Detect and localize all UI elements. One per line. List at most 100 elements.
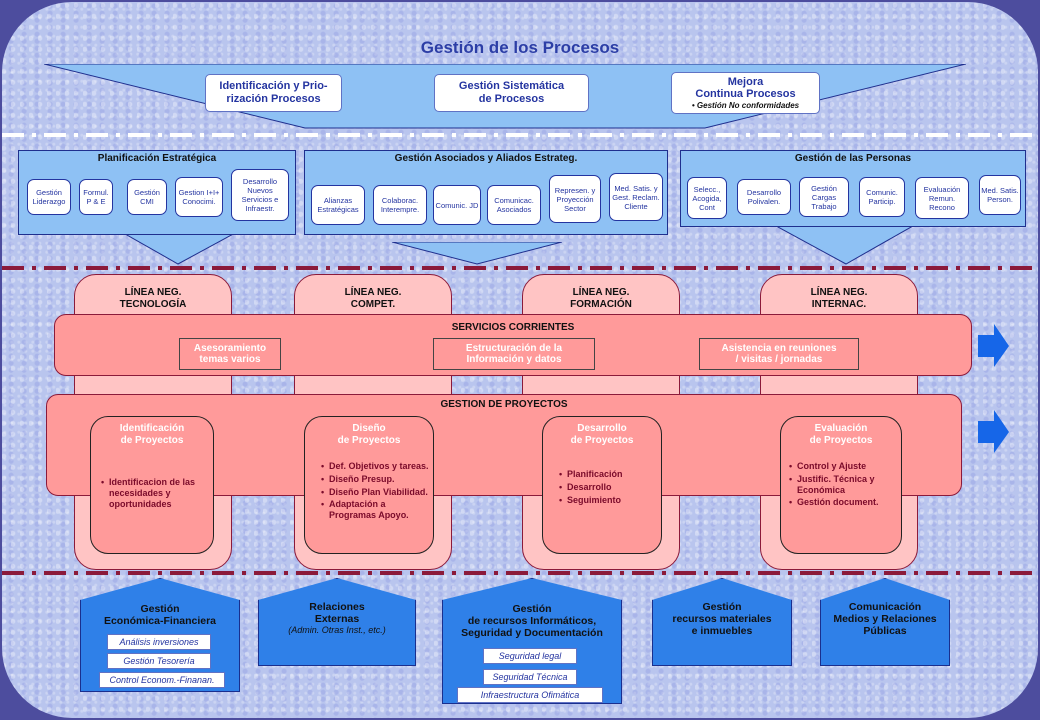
house-line: Gestión xyxy=(140,603,180,615)
servicio-asistencia: Asistencia en reuniones/ visitas / jorna… xyxy=(699,338,859,370)
proyecto-bullet: Seguimiento xyxy=(559,495,659,506)
top-box-line: Gestión Sistemática xyxy=(458,80,565,93)
top-box-line: rización Procesos xyxy=(226,93,321,105)
proyecto-title-line: de Proyectos xyxy=(570,435,634,446)
proyecto-bullets: Planificación Desarrollo Seguimiento xyxy=(559,469,659,507)
house-line: Comunicación xyxy=(848,601,922,613)
house-italic: (Admin. Otras Inst., etc.) xyxy=(288,625,386,636)
divider-white xyxy=(2,133,1038,137)
house-recursos-informaticos: Gestión de recursos Informáticos, Seguri… xyxy=(442,578,622,704)
linea-line: LÍNEA NEG. xyxy=(810,287,868,298)
proyecto-bullet: Planificación xyxy=(559,469,659,480)
top-box-bullet-text: Gestión No conformidades xyxy=(696,101,800,111)
servicio-line: Información y datos xyxy=(466,354,562,365)
house-line: Relaciones xyxy=(309,601,365,613)
house-label: Gestión recursos materiales e inmuebles xyxy=(653,601,791,637)
proyecto-bullet: Def. Objetivos y tareas. xyxy=(321,461,429,472)
house-line: Económica-Financiera xyxy=(103,615,217,628)
proyecto-title-line: de Proyectos xyxy=(809,435,873,446)
sub-seguridad-legal: Seguridad legal xyxy=(483,648,577,664)
top-box-gestion-sistematica: Gestión Sistemática de Procesos xyxy=(434,74,589,112)
house-label: Relaciones Externas (Admin. Otras Inst.,… xyxy=(259,601,415,635)
linea-line: TECNOLOGÍA xyxy=(119,298,187,310)
item-gestion-liderazgo: Gestión Liderazgo xyxy=(27,179,71,215)
house-line: recursos materiales xyxy=(672,613,772,626)
item-selecc: Selecc., Acogida, Cont xyxy=(687,177,727,219)
house-line: Gestión xyxy=(702,601,742,613)
sub-infraestructura: Infraestructura Ofimática xyxy=(457,687,603,703)
house-comunicacion: Comunicación Medios y Relaciones Pública… xyxy=(820,578,950,666)
linea-line: FORMACIÓN xyxy=(570,298,632,310)
proyecto-bullet: Desarrollo xyxy=(559,482,659,493)
house-label: Gestión Económica-Financiera xyxy=(81,603,239,627)
item-gestion-iii: Gestion I+I+ Conocimi. xyxy=(175,177,223,217)
section-personas: Gestión de las Personas Selecc., Acogida… xyxy=(680,150,1026,227)
house-line: Públicas xyxy=(863,625,907,638)
linea-label: LÍNEA NEG.TECNOLOGÍA xyxy=(75,287,231,310)
arrow-down-asociados xyxy=(392,242,562,265)
house-label: Comunicación Medios y Relaciones Pública… xyxy=(821,601,949,637)
linea-line: LÍNEA NEG. xyxy=(572,287,630,298)
house-label: Gestión de recursos Informáticos, Seguri… xyxy=(443,603,621,639)
item-med-satis-person: Med. Satis. Person. xyxy=(979,175,1021,215)
item-gestion-cmi: Gestión CMI xyxy=(127,179,167,215)
arrow-right-proyectos xyxy=(978,410,1009,453)
item-gestion-cargas: Gestión Cargas Trabajo xyxy=(799,177,849,217)
house-relaciones-externas: Relaciones Externas (Admin. Otras Inst.,… xyxy=(258,578,416,666)
divider-red-top xyxy=(2,266,1038,270)
top-box-line: Continua Procesos xyxy=(695,88,796,101)
proyecto-title-line: de Proyectos xyxy=(120,435,184,446)
diagram-title: Gestión de los Procesos xyxy=(420,38,620,57)
servicio-line: Asesoramiento xyxy=(193,343,267,354)
divider-red-bottom xyxy=(2,571,1038,575)
house-line: e inmuebles xyxy=(691,625,753,638)
servicios-title: SERVICIOS CORRIENTES xyxy=(451,322,575,333)
section-asociados: Gestión Asociados y Aliados Estrateg. Al… xyxy=(304,150,668,235)
house-recursos-materiales: Gestión recursos materiales e inmuebles xyxy=(652,578,792,666)
item-comunic-jd: Comunic. JD xyxy=(433,185,481,225)
item-comunicac-asociados: Comunicac. Asociados xyxy=(487,185,541,225)
linea-line: LÍNEA NEG. xyxy=(124,287,182,298)
arrow-right-servicios xyxy=(978,324,1009,367)
item-comunic-particip: Comunic. Particip. xyxy=(859,177,905,217)
proyecto-title-line: Diseño xyxy=(352,423,386,434)
proyecto-title-line: de Proyectos xyxy=(337,435,401,446)
top-box-bullet: • Gestión No conformidades xyxy=(691,101,800,111)
item-alianzas: Alianzas Estratégicas xyxy=(311,185,365,225)
sub-control-econom: Control Econom.-Finanan. xyxy=(99,672,225,688)
proyectos-title: GESTION DE PROYECTOS xyxy=(440,399,568,410)
linea-label: LÍNEA NEG.FORMACIÓN xyxy=(523,287,679,310)
servicio-line: temas varios xyxy=(199,354,261,365)
servicio-line: Estructuración de la xyxy=(465,343,563,354)
item-formul: Formul. P & E xyxy=(79,179,113,215)
top-box-mejora: Mejora Continua Procesos • Gestión No co… xyxy=(671,72,820,114)
house-line: Gestión xyxy=(512,603,552,615)
house-line: de recursos Informáticos, xyxy=(467,615,597,628)
proyecto-bullet: Justific. Técnica y Económica xyxy=(789,474,899,496)
proyecto-bullets: Identificacion de las necesidades y opor… xyxy=(101,477,209,511)
section-title: Gestión de las Personas xyxy=(794,153,912,164)
top-box-identificacion: Identificación y Prio- rización Procesos xyxy=(205,74,342,112)
proyecto-bullet: Control y Ajuste xyxy=(789,461,899,472)
proyecto-bullet: Adaptación a Programas Apoyo. xyxy=(321,499,429,521)
proyecto-title-line: Evaluación xyxy=(814,423,868,434)
proyecto-title-line: Desarrollo xyxy=(577,423,627,434)
linea-line: COMPET. xyxy=(350,298,396,310)
item-desarrollo-nuevos: Desarrollo Nuevos Servicios e Infraestr. xyxy=(231,169,289,221)
house-line: Externas xyxy=(314,613,360,626)
sub-seguridad-tecnica: Seguridad Técnica xyxy=(483,669,577,685)
proyecto-bullets: Control y Ajuste Justific. Técnica y Eco… xyxy=(789,461,899,510)
top-box-line: Mejora xyxy=(727,75,764,88)
